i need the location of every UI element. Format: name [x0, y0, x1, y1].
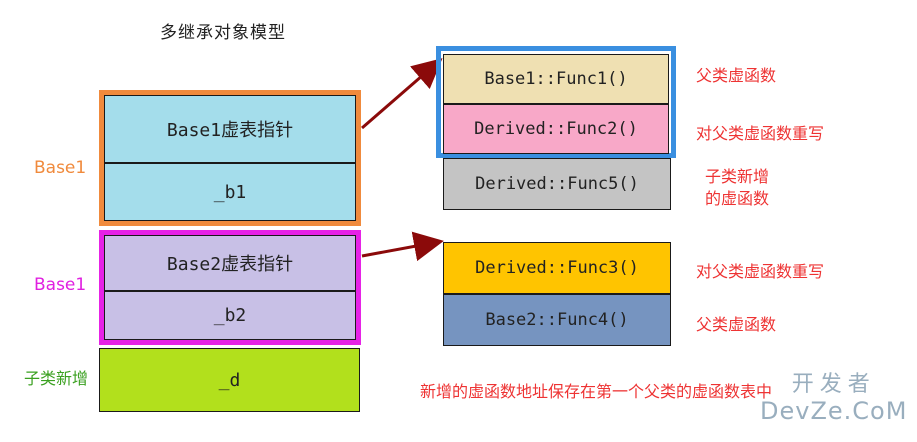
note-override-1: 对父类虚函数重写	[696, 124, 825, 143]
watermark-line2: DevZe.CoM	[760, 397, 908, 425]
base2-vptr-cell: Base2虚表指针	[104, 235, 356, 291]
note-parent-virtual-1: 父类虚函数	[696, 66, 777, 85]
base1-label: Base1	[34, 158, 87, 178]
footer-note: 新增的虚函数地址保存在第一个父类的虚函数表中	[420, 382, 773, 401]
note-parent-virtual-2: 父类虚函数	[696, 315, 777, 334]
child-member-cell: _d	[99, 348, 360, 412]
base2-label: Base1	[34, 275, 87, 295]
base1-vptr-cell: Base1虚表指针	[104, 95, 356, 163]
base2-frame	[99, 230, 361, 345]
vtable2-entry-func4: Base2::Func4()	[443, 294, 671, 346]
arrow-vptr2-to-vtable2	[361, 231, 444, 262]
base1-member-cell: _b1	[104, 163, 356, 221]
watermark-logo: 开发者 DevZe.CoM	[760, 372, 907, 424]
vtable1-entry-func1: Base1::Func1()	[443, 54, 669, 104]
vtable1-frame	[436, 46, 676, 158]
note-override-2: 对父类虚函数重写	[696, 262, 825, 281]
diagram-title: 多继承对象模型	[160, 23, 286, 43]
base2-member-cell: _b2	[104, 291, 356, 340]
base1-frame	[99, 90, 361, 226]
note-child-added: 子类新增 的虚函数	[705, 166, 769, 210]
vtable1-entry-func5: Derived::Func5()	[443, 158, 671, 210]
vtable2-entry-func3: Derived::Func3()	[443, 242, 671, 294]
watermark-line1: 开发者	[791, 372, 876, 397]
note-child-added-line2: 的虚函数	[705, 189, 770, 208]
note-child-added-line1: 子类新增	[705, 167, 770, 186]
child-label: 子类新增	[24, 369, 89, 388]
arrow-vptr1-to-vtable1	[361, 58, 443, 130]
vtable1-entry-func2: Derived::Func2()	[443, 104, 669, 154]
